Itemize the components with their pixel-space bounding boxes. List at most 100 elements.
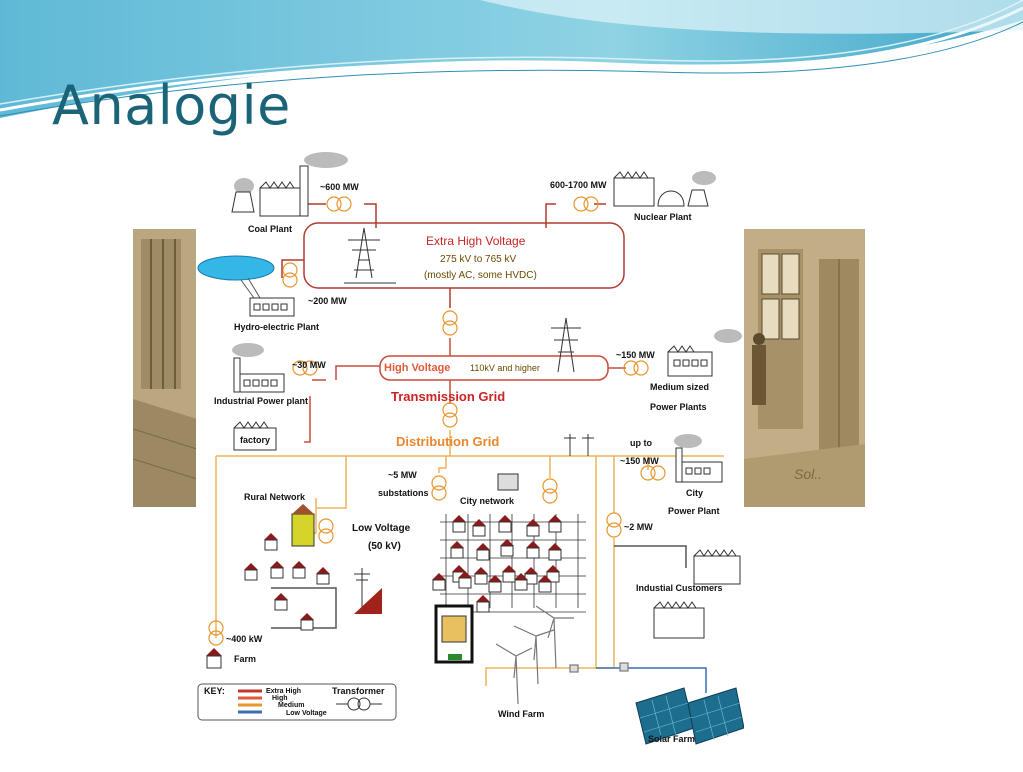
house-icon [488, 575, 502, 593]
high-voltage-box [379, 355, 609, 381]
house-icon [548, 543, 562, 561]
substations-power: ~5 MW [388, 470, 417, 480]
coal-plant-label: Coal Plant [248, 224, 292, 234]
industrial-customers-label: Industial Customers [636, 583, 723, 593]
house-icon [514, 573, 528, 591]
extra-high-voltage-box [303, 222, 625, 289]
house-icon [270, 561, 284, 579]
city-plant-power: ~150 MW [620, 456, 659, 466]
house-icon [526, 541, 540, 559]
city-plant-label-2: Power Plant [668, 506, 720, 516]
hydro-plant-power: ~200 MW [308, 296, 347, 306]
header-wave-banner [0, 0, 1023, 118]
medium-plant-icon [667, 329, 742, 377]
house-icon [244, 563, 258, 581]
water-tower-icon [291, 504, 315, 547]
nuclear-plant-icon [613, 171, 716, 207]
high-voltage-label: High Voltage [384, 362, 450, 374]
substations-label: substations [378, 488, 429, 498]
house-icon [538, 575, 552, 593]
farm-house-icon [206, 648, 222, 669]
background-photo-right: Sol.. [744, 229, 865, 507]
distribution-grid-label: Distribution Grid [396, 434, 499, 449]
medium-plants-power: ~150 MW [616, 350, 655, 360]
nuclear-plant-label: Nuclear Plant [634, 212, 692, 222]
house-icon [264, 533, 278, 551]
industrial-plant-icon [232, 343, 285, 393]
transformer-icon [542, 478, 558, 504]
low-voltage-value: (50 kV) [368, 541, 401, 552]
city-plant-up-to: up to [630, 438, 652, 448]
medium-plants-label-2: Power Plants [650, 402, 707, 412]
key-item-medium: Medium [278, 702, 304, 709]
house-icon [474, 567, 488, 585]
extra-high-voltage-note: (mostly AC, some HVDC) [424, 270, 537, 281]
key-title: KEY: [204, 686, 225, 696]
transformer-icon [318, 518, 334, 544]
switchgear-icon [434, 604, 474, 664]
house-icon [452, 515, 466, 533]
transmission-tower-icon [344, 227, 396, 284]
house-icon [450, 541, 464, 559]
solar-farm-label: Solar Farm [648, 734, 695, 744]
transformer-icon [208, 620, 224, 646]
house-icon [476, 543, 490, 561]
transmission-tower-icon [551, 317, 581, 373]
transformer-icon [573, 196, 599, 212]
house-icon [502, 565, 516, 583]
rural-network-label: Rural Network [244, 492, 306, 502]
power-grid-diagram: ~600 MW Coal Plant 600-1700 MW Nuclear P… [196, 148, 745, 767]
house-icon [458, 571, 472, 589]
hydro-plant-icon [197, 255, 295, 317]
house-icon [300, 613, 314, 631]
background-photo-left [133, 229, 197, 507]
industrial-plant-power: ~30 MW [292, 360, 326, 370]
rural-houses [244, 533, 330, 631]
transformer-icon [292, 360, 318, 376]
factory-icon [233, 421, 277, 451]
substation-building-icon [497, 473, 519, 491]
house-icon [548, 515, 562, 533]
extra-high-voltage-range: 275 kV to 765 kV [440, 254, 516, 265]
industrial-customers-power: ~2 MW [624, 522, 653, 532]
house-icon [498, 515, 512, 533]
coal-plant-icon [231, 152, 348, 217]
slide-title: Analogie [52, 74, 291, 137]
legend-key [197, 683, 397, 721]
distribution-pole-icon [564, 434, 594, 456]
transformer-icon [640, 465, 666, 481]
high-voltage-range: 110kV and higher [470, 363, 540, 373]
hydro-plant-label: Hydro-electric Plant [234, 322, 319, 332]
power-pole-icon [354, 568, 382, 614]
transformer-icon [431, 475, 447, 501]
transformer-icon [442, 402, 458, 428]
industrial-customer-icon [653, 549, 741, 639]
house-icon [292, 561, 306, 579]
transformer-icon [326, 196, 352, 212]
farm-power: ~400 kW [226, 634, 263, 644]
city-plant-label-1: City [686, 488, 703, 498]
house-icon [316, 567, 330, 585]
city-plant-icon [674, 434, 723, 483]
low-voltage-label: Low Voltage [352, 523, 411, 534]
farm-label: Farm [234, 654, 256, 664]
wind-turbine-icon [495, 605, 629, 705]
house-icon [476, 595, 490, 613]
city-houses [432, 514, 586, 613]
key-item-low-voltage: Low Voltage [286, 710, 327, 717]
svg-text:Sol..: Sol.. [794, 466, 822, 482]
city-network-label: City network [460, 496, 515, 506]
industrial-plant-label: Industrial Power plant [214, 396, 308, 406]
key-transformer-label: Transformer [332, 686, 385, 696]
house-icon [526, 519, 540, 537]
key-item-extra-high: Extra High [266, 688, 301, 695]
medium-plants-label-1: Medium sized [650, 382, 709, 392]
nuclear-plant-power: 600-1700 MW [550, 180, 607, 190]
transformer-icon [623, 360, 649, 376]
transformer-icon [606, 512, 622, 538]
extra-high-voltage-label: Extra High Voltage [426, 234, 526, 248]
house-icon [500, 539, 514, 557]
transmission-grid-label: Transmission Grid [391, 389, 505, 404]
house-icon [432, 573, 446, 591]
coal-plant-power: ~600 MW [320, 182, 359, 192]
